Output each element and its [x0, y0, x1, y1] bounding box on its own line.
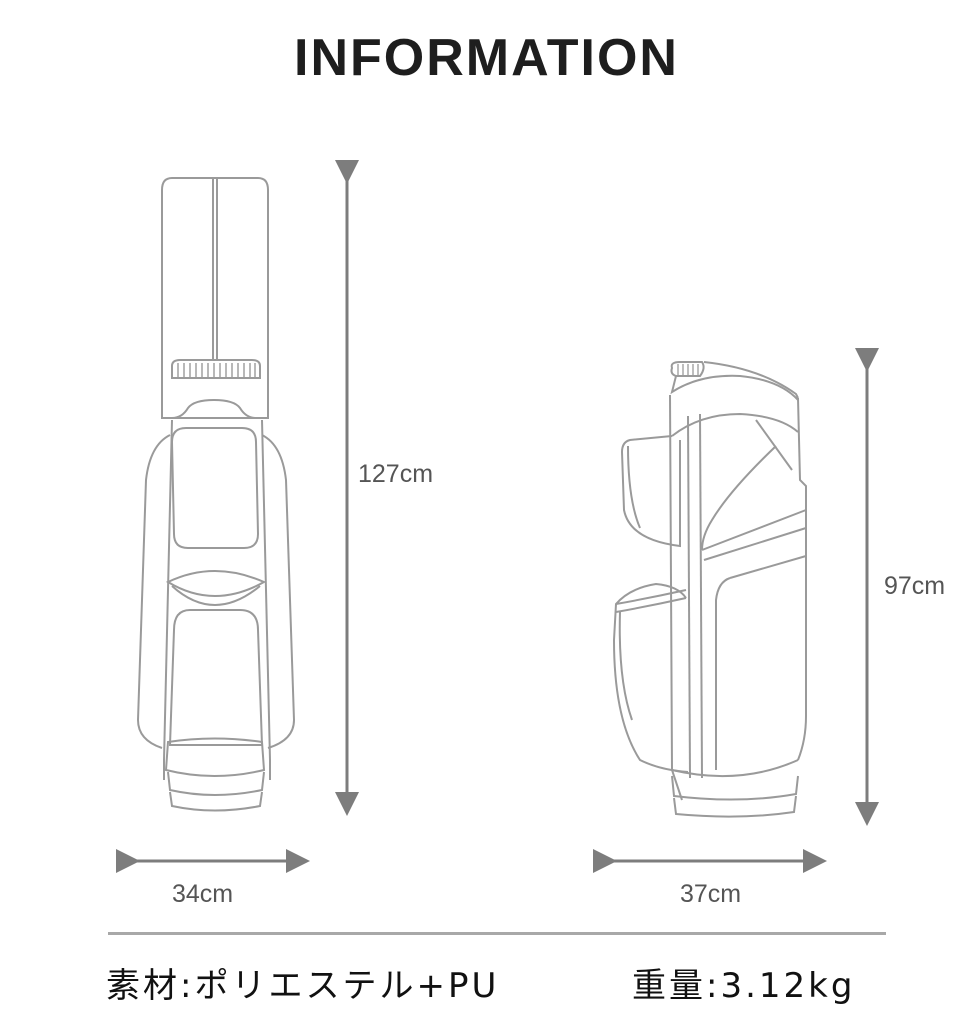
side-view-bag: [612, 361, 807, 818]
front-view-bag: [136, 177, 296, 812]
front-width-label: 34cm: [172, 880, 234, 908]
side-height-label: 97cm: [884, 572, 946, 600]
weight-spec: 重量:3.12kg: [632, 966, 856, 1006]
front-height-label: 127cm: [358, 460, 434, 488]
side-width-label: 37cm: [680, 880, 742, 908]
page-title: INFORMATION: [294, 29, 679, 87]
dimension-arrows: [116, 160, 879, 873]
divider-line: [108, 932, 886, 935]
material-spec: 素材:ポリエステル+PU: [106, 966, 500, 1006]
